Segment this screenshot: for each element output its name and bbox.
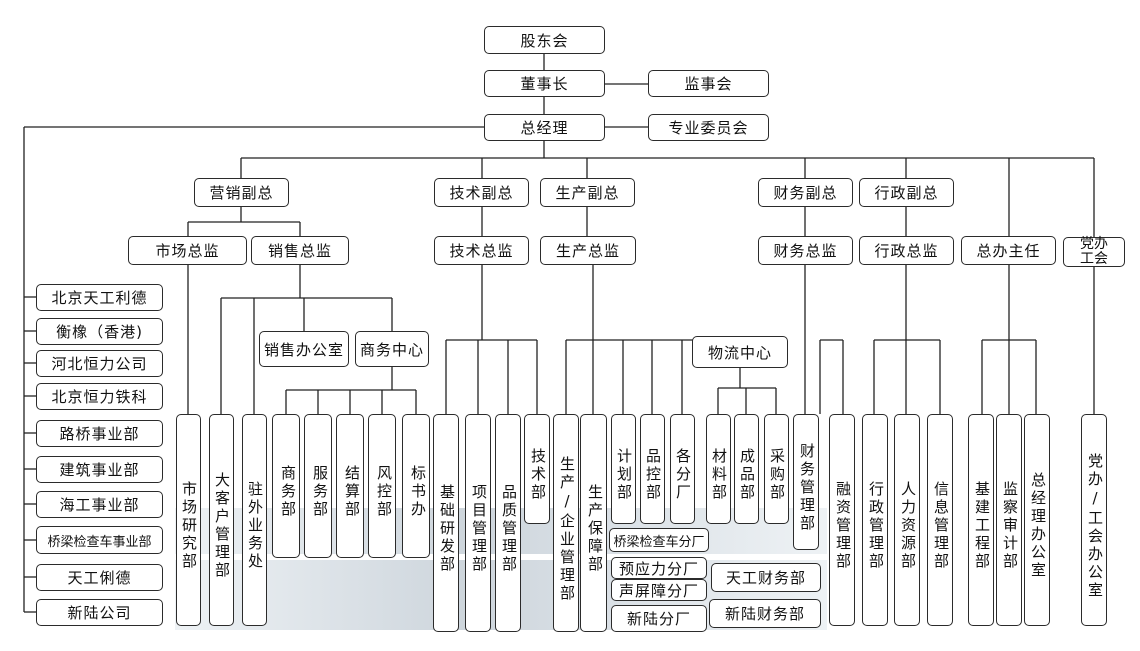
vp-finance-box: 财务副总: [758, 178, 853, 207]
dept-project-mgmt: 项目管理部: [465, 414, 491, 632]
dept-settlement: 结算部: [336, 414, 364, 558]
finance-xinlu: 新陆财务部: [709, 599, 821, 628]
finance-tiangong: 天工财务部: [711, 563, 821, 592]
dept-info-mgmt: 信息管理部: [927, 414, 953, 626]
dept-production-support: 生产保障部: [580, 414, 607, 632]
subsidiary-item: 桥梁检查车事业部: [36, 526, 163, 554]
business-center-box: 商务中心: [355, 331, 429, 367]
dept-market-research: 市场研究部: [176, 414, 201, 626]
supervisory-board-box: 监事会: [648, 70, 769, 97]
sales-office-box: 销售办公室: [259, 331, 349, 367]
dept-quality-control: 品控部: [640, 414, 665, 524]
production-director-box: 生产总监: [540, 236, 636, 265]
dept-finance-mgmt: 财务管理部: [793, 414, 819, 550]
subsidiary-item: 北京天工利德: [36, 284, 163, 311]
vp-marketing-box: 营销副总: [194, 178, 289, 207]
subsidiary-item: 衡橡（香港): [36, 318, 163, 345]
dept-bidding: 标书办: [402, 414, 430, 558]
dept-construction: 基建工程部: [968, 414, 994, 626]
sales-director-box: 销售总监: [251, 236, 349, 265]
chairman-box: 董事长: [484, 70, 605, 97]
dept-commerce: 商务部: [272, 414, 300, 558]
dept-planning: 计划部: [611, 414, 636, 524]
subsidiary-item: 路桥事业部: [36, 420, 163, 447]
dept-financing: 融资管理部: [829, 414, 855, 626]
dept-key-accounts: 大客户管理部: [209, 414, 234, 626]
market-director-box: 市场总监: [128, 236, 247, 265]
tech-director-box: 技术总监: [434, 236, 529, 265]
dept-gm-office: 总经理办公室: [1024, 414, 1050, 626]
committee-box: 专业委员会: [648, 114, 769, 141]
general-manager-box: 总经理: [484, 114, 605, 141]
office-director-box: 总办主任: [961, 236, 1056, 265]
dept-party-office: 党办/工会办公室: [1081, 414, 1107, 626]
factory-bridge-vehicle: 桥梁检查车分厂: [609, 528, 709, 552]
shareholders-box: 股东会: [484, 26, 605, 54]
dept-materials: 材料部: [706, 414, 731, 524]
dept-service: 服务部: [304, 414, 332, 558]
subsidiary-item: 建筑事业部: [36, 456, 163, 483]
dept-hr: 人力资源部: [894, 414, 920, 626]
dept-tech: 技术部: [524, 414, 550, 524]
party-union-box: 党办工会: [1063, 237, 1125, 267]
dept-risk: 风控部: [368, 414, 396, 558]
finance-director-box: 财务总监: [758, 236, 853, 265]
admin-director-box: 行政总监: [859, 236, 954, 265]
dept-admin-mgmt: 行政管理部: [862, 414, 888, 626]
dept-quality-mgmt: 品质管理部: [495, 414, 521, 632]
factory-xinlu: 新陆分厂: [611, 605, 707, 632]
vp-admin-box: 行政副总: [859, 178, 954, 207]
subsidiary-item: 新陆公司: [36, 599, 163, 626]
subsidiary-item: 海工事业部: [36, 491, 163, 518]
dept-production-mgmt: 生产/企业管理部: [553, 414, 579, 632]
subsidiary-item: 河北恒力公司: [36, 350, 163, 377]
dept-basic-research: 基础研发部: [433, 414, 459, 632]
subsidiary-item: 北京恒力铁科: [36, 383, 163, 410]
dept-finished-goods: 成品部: [734, 414, 759, 524]
factory-sound-barrier: 声屏障分厂: [611, 579, 707, 601]
dept-purchasing: 采购部: [764, 414, 789, 524]
vp-tech-box: 技术副总: [434, 178, 529, 207]
logistics-center-box: 物流中心: [692, 336, 788, 368]
subsidiary-item: 天工俐德: [36, 564, 163, 591]
factory-prestress: 预应力分厂: [611, 557, 707, 579]
dept-audit: 监察审计部: [996, 414, 1022, 626]
dept-overseas: 驻外业务处: [242, 414, 267, 626]
dept-branches: 各分厂: [670, 414, 695, 524]
vp-production-box: 生产副总: [540, 178, 635, 207]
